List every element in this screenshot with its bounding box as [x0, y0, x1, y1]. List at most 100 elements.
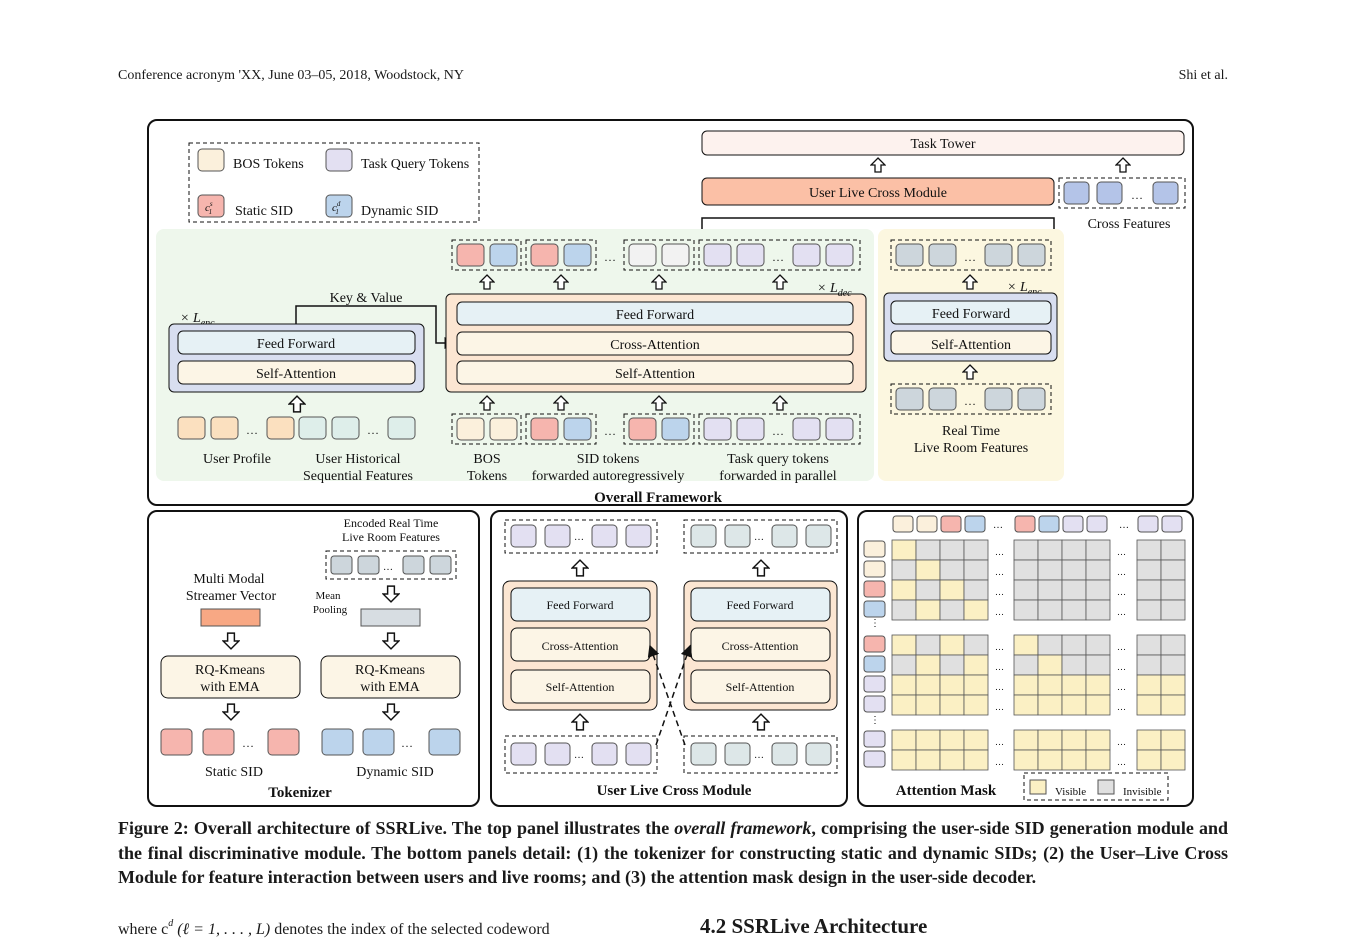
svg-text:…: …	[754, 750, 764, 761]
static-sid-token	[267, 728, 300, 756]
live-output-token	[984, 243, 1013, 267]
input-bos-token	[489, 417, 518, 441]
mask-cell	[1160, 694, 1186, 716]
cross-features-label: Cross Features	[1088, 217, 1171, 232]
mask-cell	[939, 654, 965, 676]
mask-cell	[915, 559, 941, 581]
svg-text:…: …	[1117, 607, 1126, 617]
dynamic-sid-token	[428, 728, 461, 756]
svg-text:…: …	[995, 702, 1004, 712]
ulcm-bracket	[701, 217, 1055, 229]
input-task-token	[736, 417, 765, 441]
real-time-label-2: Live Room Features	[914, 441, 1028, 456]
dynamic-sid-label: Dynamic SID	[356, 765, 433, 780]
mask-cell	[1061, 559, 1087, 581]
visible-swatch	[1029, 779, 1047, 795]
task-query-label-1: Task query tokens	[727, 452, 829, 467]
mask-header-token	[916, 515, 938, 533]
output-task-token	[825, 243, 854, 267]
mask-row-token	[863, 580, 886, 598]
mask-cell	[1013, 674, 1039, 696]
svg-text:…: …	[995, 737, 1004, 747]
body-text: where cd (ℓ = 1, . . . , L) denotes the …	[118, 918, 550, 938]
static-sid-swatch	[197, 194, 225, 218]
task-query-swatch	[325, 148, 353, 172]
encoded-rt-token	[357, 555, 380, 575]
mask-cell	[963, 634, 989, 656]
mask-cell	[1013, 634, 1039, 656]
mask-cell	[915, 694, 941, 716]
svg-text:…: …	[995, 567, 1004, 577]
svg-text:…: …	[1117, 757, 1126, 767]
mask-cell	[1136, 729, 1162, 751]
ulcm-live-ff-label: Feed Forward	[727, 598, 794, 612]
section-heading: 4.2 SSRLive Architecture	[700, 914, 928, 938]
mask-cell	[939, 729, 965, 751]
mask-cell	[915, 634, 941, 656]
encoded-rt-label-1: Encoded Real Time	[344, 516, 439, 530]
mask-cell	[1085, 749, 1111, 771]
mask-cell	[1160, 749, 1186, 771]
mask-row-token	[863, 730, 886, 748]
cross-feature-token	[1152, 181, 1179, 205]
input-bos-token	[456, 417, 485, 441]
mask-cell	[1160, 539, 1186, 561]
mask-cell	[963, 599, 989, 621]
mask-row-token	[863, 695, 886, 713]
ellipsis: …	[1131, 188, 1143, 202]
mask-column-headers: ……	[892, 515, 1183, 533]
svg-text:…: …	[995, 662, 1004, 672]
enc-feed-forward	[177, 330, 416, 355]
mask-cell	[1037, 579, 1063, 601]
tokenizer-title: Tokenizer	[268, 785, 332, 801]
mask-cell	[1085, 674, 1111, 696]
mask-cell	[1085, 634, 1111, 656]
output-static-sid	[456, 243, 485, 267]
mask-cell	[1136, 694, 1162, 716]
svg-text:…: …	[1117, 662, 1126, 672]
input-task-token	[792, 417, 821, 441]
mask-row-token	[863, 635, 886, 653]
mask-cell	[891, 539, 917, 561]
mask-cell	[891, 729, 917, 751]
enc-self-attention	[177, 360, 416, 385]
caption-italic: overall framework	[674, 818, 812, 838]
dec-feed-forward	[456, 301, 854, 326]
live-self-attention-label: Self-Attention	[931, 338, 1011, 353]
svg-text:…: …	[754, 532, 764, 543]
mask-cell	[1160, 634, 1186, 656]
output-empty-token	[661, 243, 690, 267]
mean-pooling-label-1: Mean	[315, 590, 341, 602]
mask-cell	[939, 674, 965, 696]
input-dynamic-sid	[661, 417, 690, 441]
mask-cell	[1037, 674, 1063, 696]
ulcm-live-output-tokens: …	[690, 524, 832, 548]
mask-cell	[1013, 729, 1039, 751]
mask-row-headers: ⋮⋮	[863, 540, 886, 768]
mask-cell	[915, 579, 941, 601]
mask-cell	[1037, 654, 1063, 676]
svg-text:…: …	[574, 532, 584, 543]
mask-header-token	[1161, 515, 1183, 533]
ulcm-panel-title: User Live Cross Module	[597, 783, 752, 799]
mask-legend-box	[1023, 772, 1169, 801]
bos-token-swatch	[197, 148, 225, 172]
mask-row-token	[863, 600, 886, 618]
mask-cell	[1037, 694, 1063, 716]
input-task-token	[825, 417, 854, 441]
live-output-token	[895, 243, 924, 267]
output-empty-token	[628, 243, 657, 267]
output-dynamic-sid	[563, 243, 592, 267]
mask-cell	[1013, 559, 1039, 581]
live-output-token	[1017, 243, 1046, 267]
mask-cell	[1160, 729, 1186, 751]
mask-cell	[1061, 694, 1087, 716]
ulcm-live-self-attention	[690, 669, 831, 704]
bos-label-1: BOS	[473, 452, 500, 467]
attention-mask-grid: ……………………………………………………	[891, 539, 1186, 771]
mask-header-token	[940, 515, 962, 533]
mask-cell	[915, 654, 941, 676]
live-self-attention	[890, 330, 1052, 355]
